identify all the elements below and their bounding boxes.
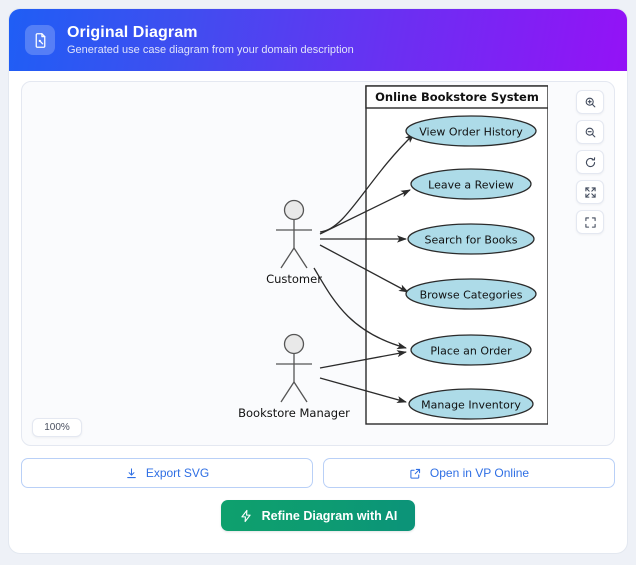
use-case-label: Manage Inventory — [421, 399, 521, 412]
open-vp-online-button[interactable]: Open in VP Online — [323, 458, 615, 488]
diagram-canvas[interactable]: Online Bookstore System — [21, 81, 615, 446]
fit-to-screen-button[interactable] — [576, 180, 604, 204]
use-case-label: Place an Order — [430, 345, 512, 358]
actor-bookstore-manager[interactable]: Bookstore Manager — [238, 333, 350, 421]
zoom-in-button[interactable] — [576, 90, 604, 114]
use-case-place-an-order[interactable]: Place an Order — [410, 334, 532, 366]
secondary-actions: Export SVG Open in VP Online — [21, 458, 615, 488]
reset-zoom-icon — [584, 156, 597, 169]
lightning-bolt-icon — [239, 509, 253, 523]
use-case-label: Search for Books — [424, 234, 517, 247]
use-case-label: Browse Categories — [420, 289, 523, 302]
card-body: Online Bookstore System — [9, 71, 627, 543]
zoom-out-button[interactable] — [576, 120, 604, 144]
use-case-label: View Order History — [419, 126, 523, 139]
diagram-viewport[interactable]: Online Bookstore System — [22, 82, 614, 445]
use-case-search-for-books[interactable]: Search for Books — [407, 223, 535, 255]
export-svg-label: Export SVG — [145, 466, 210, 480]
canvas-toolbar — [576, 90, 604, 234]
page-subtitle: Generated use case diagram from your dom… — [67, 43, 354, 56]
primary-actions: Refine Diagram with AI — [21, 500, 615, 531]
reset-zoom-button[interactable] — [576, 150, 604, 174]
refine-diagram-button[interactable]: Refine Diagram with AI — [220, 500, 416, 531]
export-svg-button[interactable]: Export SVG — [21, 458, 313, 488]
card-header: Original Diagram Generated use case diag… — [9, 9, 627, 71]
use-case-browse-categories[interactable]: Browse Categories — [405, 278, 537, 310]
use-case-manage-inventory[interactable]: Manage Inventory — [408, 388, 534, 420]
system-boundary-label: Online Bookstore System — [375, 90, 539, 104]
page-title: Original Diagram — [67, 23, 198, 41]
actor-manager-label: Bookstore Manager — [238, 406, 350, 420]
zoom-out-icon — [584, 126, 597, 139]
actor-customer[interactable]: Customer — [266, 199, 322, 287]
diagram-card: Original Diagram Generated use case diag… — [8, 8, 628, 554]
fit-to-screen-icon — [584, 186, 597, 199]
header-text-group: Original Diagram Generated use case diag… — [67, 23, 354, 58]
document-diagram-icon — [25, 25, 55, 55]
actor-customer-label: Customer — [266, 272, 322, 286]
use-case-leave-a-review[interactable]: Leave a Review — [410, 168, 532, 200]
zoom-level-badge: 100% — [32, 418, 82, 437]
zoom-in-icon — [584, 96, 597, 109]
fullscreen-icon — [584, 216, 597, 229]
open-vp-online-label: Open in VP Online — [429, 466, 530, 480]
use-case-label: Leave a Review — [428, 179, 514, 192]
download-icon — [125, 467, 138, 480]
fullscreen-button[interactable] — [576, 210, 604, 234]
refine-diagram-label: Refine Diagram with AI — [261, 508, 398, 523]
use-case-diagram: Online Bookstore System — [238, 85, 548, 425]
use-case-view-order-history[interactable]: View Order History — [405, 115, 537, 147]
external-link-icon — [409, 467, 422, 480]
